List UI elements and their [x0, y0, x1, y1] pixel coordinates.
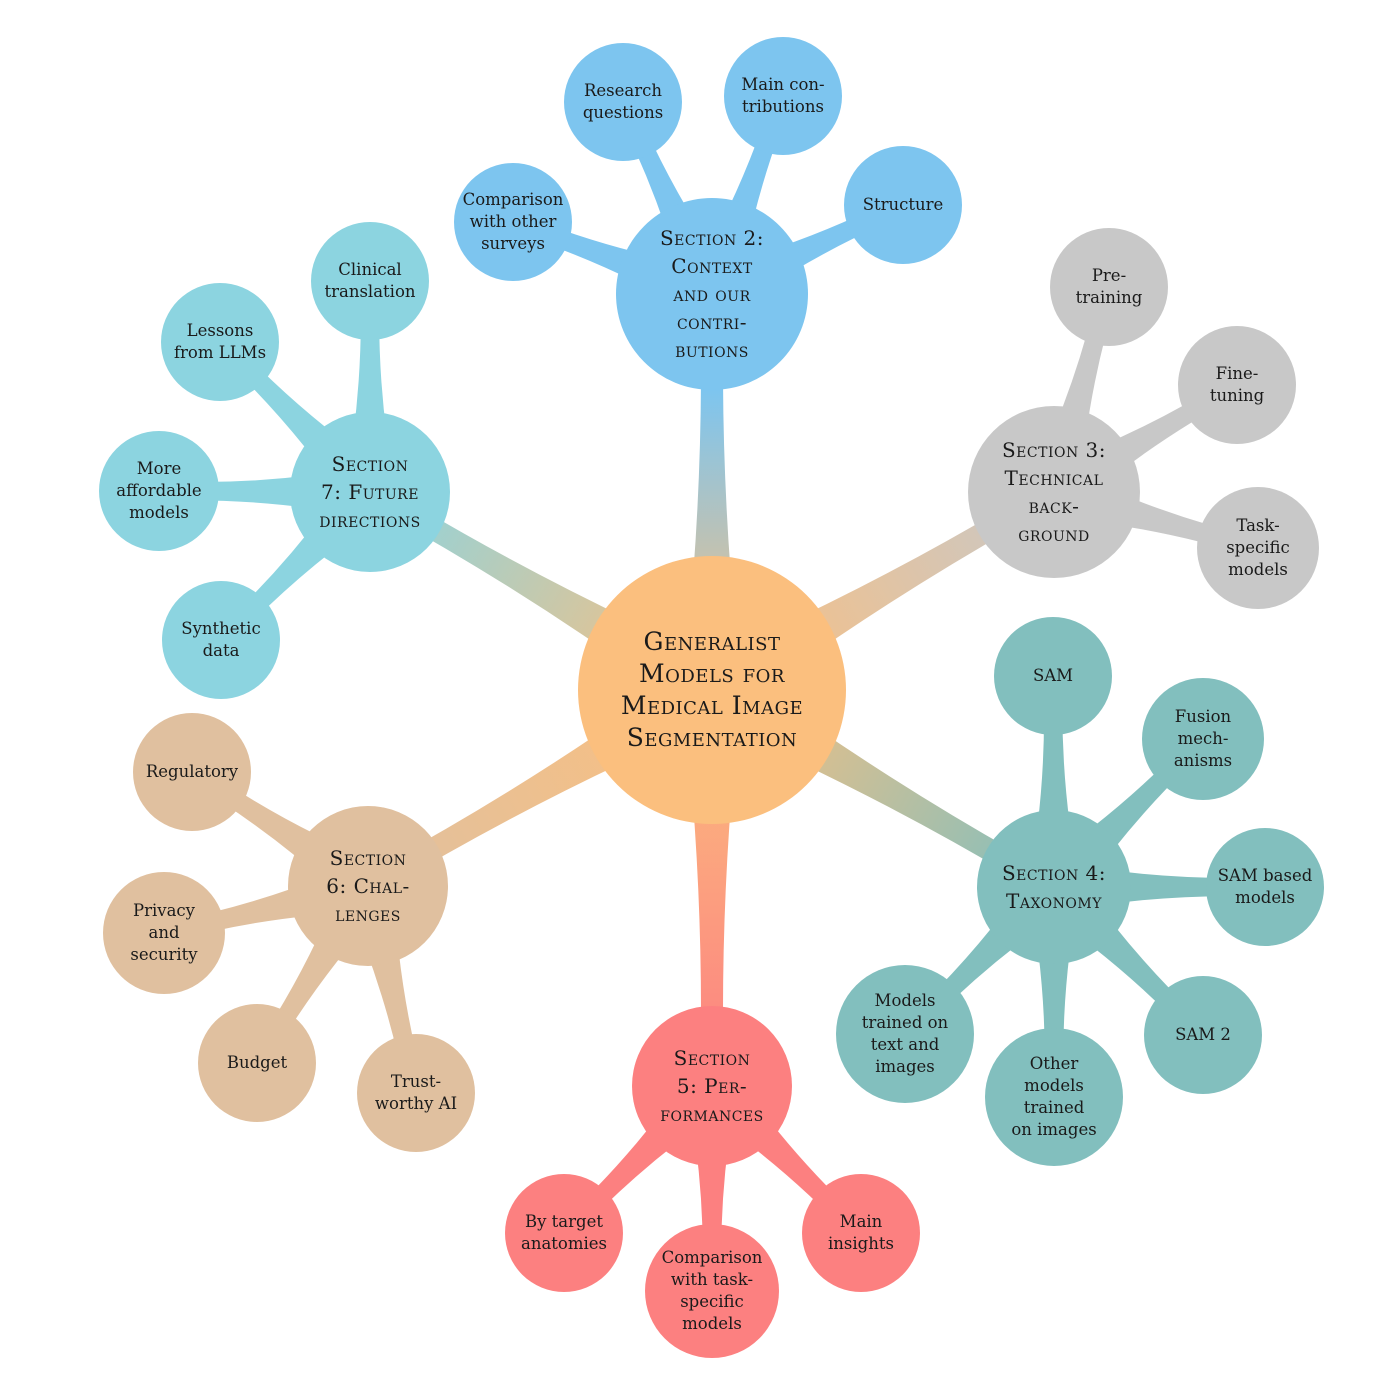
- section-7-child-affordable-models: More affordable models: [99, 431, 219, 551]
- section-7-child-clinical-translation: Clinical translation: [311, 222, 429, 340]
- section-7-node: Section 7: Future directions: [290, 412, 450, 572]
- section-4-child-fusion-mechanisms: Fusion mech- anisms: [1142, 678, 1264, 800]
- section-4-child-sam-based-models: SAM based models: [1206, 828, 1324, 946]
- section-3-child-pretraining: Pre- training: [1050, 228, 1168, 346]
- section-3-node: Section 3: Technical back- ground: [968, 406, 1140, 578]
- section-7-child-synthetic-data: Synthetic data: [162, 581, 280, 699]
- section-3-child-task-specific-models: Task- specific models: [1197, 487, 1319, 609]
- section-2-node: Section 2: Context and our contri- butio…: [616, 198, 808, 390]
- section-5-child-main-insights: Main insights: [802, 1174, 920, 1292]
- center-topic-label: Generalist Models for Medical Image Segm…: [620, 627, 804, 752]
- center-topic-node: Generalist Models for Medical Image Segm…: [578, 556, 846, 824]
- section-6-child-budget: Budget: [198, 1004, 316, 1122]
- section-6-child-privacy-security: Privacy and security: [103, 872, 225, 994]
- section-4-child-sam: SAM: [994, 617, 1112, 735]
- section-5-child-comparison-task-specific: Comparison with task- specific models: [645, 1224, 779, 1358]
- section-6-label: Section 6: Chal- lenges: [326, 846, 410, 926]
- section-5-label: Section 5: Per- formances: [660, 1046, 764, 1126]
- section-6-node: Section 6: Chal- lenges: [288, 806, 448, 966]
- section-5-node: Section 5: Per- formances: [632, 1006, 792, 1166]
- section-2-child-main-contributions: Main con- tributions: [724, 37, 842, 155]
- section-2-child-structure: Structure: [844, 146, 962, 264]
- section-2-label: Section 2: Context and our contri- butio…: [659, 226, 765, 362]
- section-7-label: Section 7: Future directions: [319, 452, 421, 532]
- section-7-child-lessons-llms: Lessons from LLMs: [161, 283, 279, 401]
- section-6-child-regulatory: Regulatory: [133, 713, 251, 831]
- section-3-child-finetuning: Fine- tuning: [1178, 326, 1296, 444]
- section-2-child-comparison-surveys: Comparison with other surveys: [454, 163, 572, 281]
- section-4-child-sam-2: SAM 2: [1144, 976, 1262, 1094]
- section-6-child-trustworthy-ai: Trust- worthy AI: [357, 1034, 475, 1152]
- section-4-label: Section 4: Taxonomy: [1001, 861, 1107, 913]
- section-4-child-models-text-images: Models trained on text and images: [836, 965, 974, 1103]
- section-2-child-research-questions: Research questions: [564, 43, 682, 161]
- section-4-child-other-models-images: Other models trained on images: [985, 1028, 1123, 1166]
- section-5-child-target-anatomies: By target anatomies: [505, 1174, 623, 1292]
- section-3-label: Section 3: Technical back- ground: [1001, 438, 1107, 546]
- section-4-node: Section 4: Taxonomy: [977, 810, 1131, 964]
